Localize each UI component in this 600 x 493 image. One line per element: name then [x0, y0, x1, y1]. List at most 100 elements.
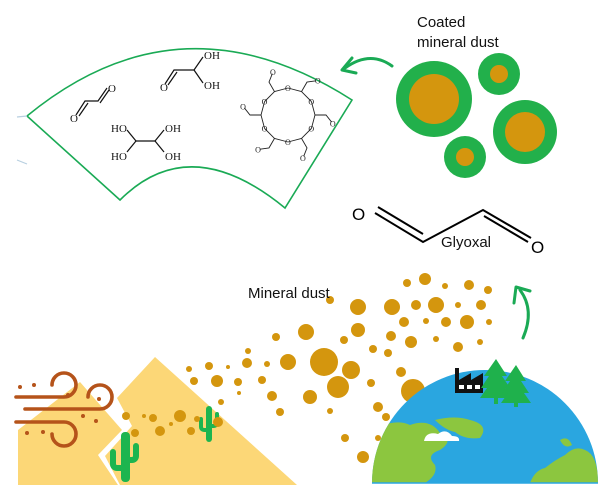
wind-dots — [18, 383, 101, 435]
aldehyde-oxygen: O — [255, 146, 261, 155]
glyoxal-monohydrate-molecule: O OH OH — [160, 50, 220, 94]
aldehyde-bond — [315, 114, 332, 123]
ring-oxygen: O — [285, 84, 291, 93]
dust-particle — [122, 412, 130, 420]
dust-particle — [131, 429, 139, 437]
aldehyde-oxygen: O — [300, 154, 306, 163]
dust-particle — [234, 378, 242, 386]
ring-bond — [310, 114, 316, 129]
coated-particles — [396, 53, 557, 178]
dust-particle — [423, 318, 429, 324]
aldehyde-bond — [244, 107, 261, 116]
wind-dot — [18, 385, 22, 389]
dust-particle — [486, 319, 492, 325]
ring-bond — [301, 91, 312, 102]
atom-o: O — [531, 238, 544, 257]
particle-core — [409, 74, 459, 124]
dust-particle — [303, 390, 317, 404]
ring-bond — [287, 87, 302, 93]
dust-particle — [453, 342, 463, 352]
curved-arrow-up — [518, 288, 530, 340]
dust-particle — [258, 376, 266, 384]
dust-particle — [384, 349, 392, 357]
dust-particle — [280, 354, 296, 370]
ring-bond — [310, 101, 316, 116]
ring-bond — [264, 91, 275, 102]
dust-particle — [194, 416, 200, 422]
dust-particle — [342, 361, 360, 379]
atom-ho: HO — [111, 151, 127, 163]
continents — [372, 417, 598, 483]
aldehyde-bond — [301, 138, 308, 157]
dust-particle — [213, 417, 223, 427]
fan-outline — [25, 47, 354, 210]
atom-o: O — [70, 113, 78, 125]
aldehyde-oxygen: O — [270, 68, 276, 77]
dust-particle — [341, 434, 349, 442]
ring-oxygen: O — [262, 98, 268, 107]
particle-core — [505, 112, 545, 152]
dust-particle — [149, 414, 157, 422]
dust-particle — [403, 279, 411, 287]
trees-icon — [480, 359, 531, 407]
dust-particle — [375, 435, 381, 441]
wind-dot — [32, 383, 36, 387]
dust-particle — [190, 377, 198, 385]
dust-particle — [298, 324, 314, 340]
dust-particle — [367, 379, 375, 387]
dust-particle — [411, 300, 421, 310]
dust-particle — [476, 300, 486, 310]
arrow-head — [512, 285, 532, 305]
earth-globe — [372, 370, 598, 484]
dust-particle — [442, 283, 448, 289]
dust-particle — [326, 296, 334, 304]
wind-dot — [97, 397, 101, 401]
glyoxal-label: Glyoxal — [441, 234, 492, 251]
dust-particle — [477, 339, 483, 345]
atom-o: O — [352, 205, 365, 224]
dust-particle — [264, 361, 270, 367]
aldehyde-bond — [260, 138, 275, 150]
aldehyde-oxygen: O — [330, 120, 336, 129]
dust-particle — [369, 345, 377, 353]
dust-particle — [186, 366, 192, 372]
dust-particle — [351, 323, 365, 337]
cactus-icon — [110, 432, 139, 482]
dust-particle — [441, 317, 451, 327]
aldehyde-bond — [301, 80, 316, 92]
dust-particle — [226, 365, 230, 369]
atom-oh: OH — [204, 80, 220, 92]
arrow-head — [340, 56, 358, 75]
atom-o: O — [160, 82, 168, 94]
glyoxal-structure-large: O O — [352, 205, 544, 257]
particle-core — [490, 65, 508, 83]
atom-ho: HO — [111, 123, 127, 135]
glyoxal-dihydrate-molecule: HO HO OH OH — [111, 123, 181, 163]
wind-dot — [66, 393, 70, 397]
dust-particle — [396, 367, 406, 377]
panel-shadow-line — [16, 159, 28, 165]
dust-particle — [272, 333, 280, 341]
dust-particle — [245, 348, 251, 354]
aldehyde-bond — [268, 73, 275, 92]
ring-oxygen: O — [262, 125, 268, 134]
dust-particle — [169, 422, 173, 426]
ring-bond — [274, 87, 289, 93]
ring-bond — [264, 128, 275, 139]
ring-bond — [260, 101, 266, 116]
dust-particle — [155, 426, 165, 436]
dust-particle — [310, 348, 338, 376]
particle-core — [456, 148, 474, 166]
wind-dot — [25, 431, 29, 435]
ring-bond — [287, 137, 302, 143]
dust-particle — [350, 299, 366, 315]
aldehyde-oxygen: O — [240, 102, 246, 111]
factory-icon — [455, 368, 483, 393]
coated-dust-label-line2: mineral dust — [417, 34, 499, 51]
aldehyde-oxygen: O — [315, 76, 321, 85]
dust-particle — [433, 336, 439, 342]
dust-particle — [455, 302, 461, 308]
